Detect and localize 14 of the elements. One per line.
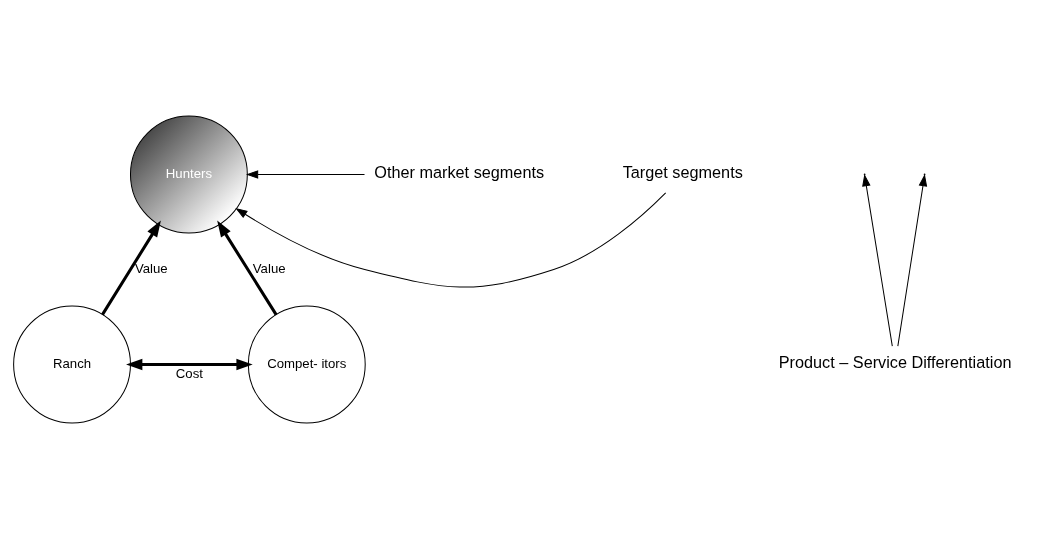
node-circle: Ranch [13,305,131,423]
node-text: Product – Service Differentiation [778,352,1012,371]
arrow [217,220,278,315]
arrow [235,191,667,288]
edge-label: Value [252,260,286,276]
edge-label: Value [134,260,168,276]
node-text: Target segments [622,162,743,181]
arrow [126,358,253,370]
arrow [245,169,365,179]
node-circle: Compet- itors [247,305,366,423]
node-text: Other market segments [374,162,545,181]
arrow [101,220,161,315]
edge-label: Cost [175,365,203,381]
arrow [897,173,928,347]
